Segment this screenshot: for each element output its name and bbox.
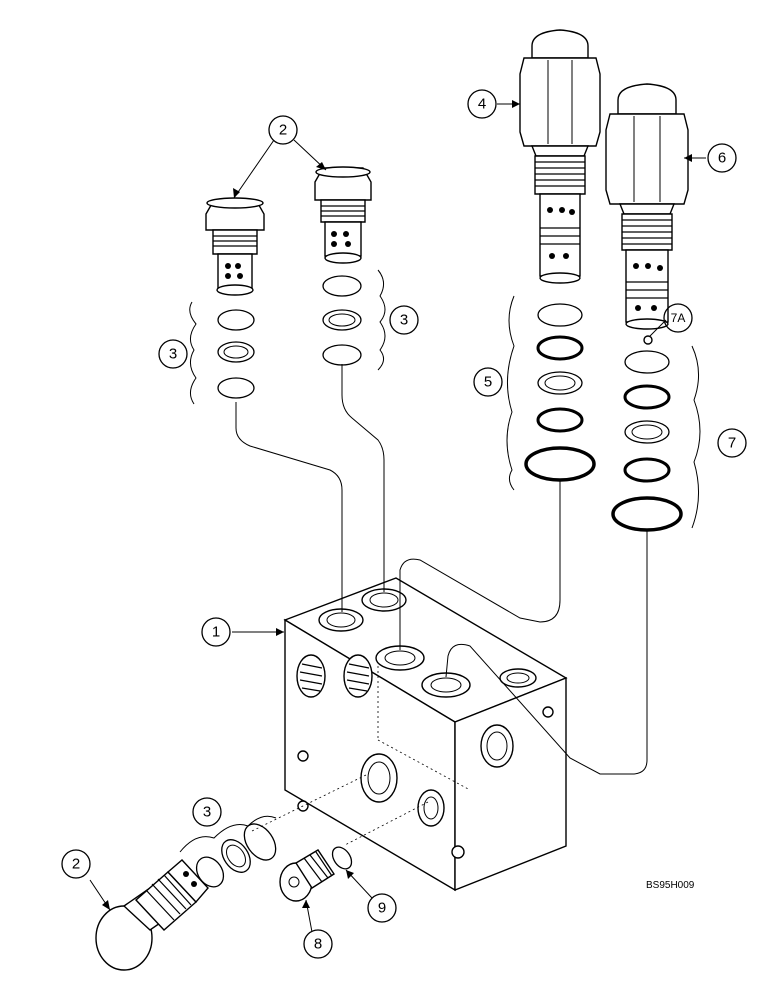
callout-4: 4 (467, 89, 497, 119)
cartridge-valve-6 (605, 83, 689, 330)
front-port (360, 753, 398, 803)
svg-text:4: 4 (478, 96, 486, 113)
callout-6: 6 (707, 143, 737, 173)
top-port (421, 672, 471, 698)
check-ball-7a (643, 335, 653, 345)
relief-cartridge-lower (95, 859, 209, 971)
side-port-threaded (296, 654, 326, 698)
assembly-guide-lines (235, 364, 648, 846)
svg-text:6: 6 (718, 150, 726, 167)
valve-block-body (283, 577, 568, 892)
callout-9: 9 (367, 893, 397, 923)
mounting-hole (451, 845, 465, 859)
relief-cartridge-middle (314, 166, 372, 264)
top-port (318, 608, 364, 632)
svg-text:5: 5 (484, 374, 492, 391)
svg-text:2: 2 (72, 856, 80, 873)
svg-text:3: 3 (169, 346, 177, 363)
callout-3-left: 3 (158, 339, 188, 369)
callout-5: 5 (473, 367, 503, 397)
callout-8: 8 (303, 929, 333, 959)
callout-7: 7 (717, 428, 747, 458)
o-ring-set-5 (506, 295, 596, 491)
svg-text:2: 2 (279, 122, 287, 139)
top-port (361, 588, 407, 612)
svg-text:7A: 7A (671, 311, 686, 325)
o-ring-set-lower (179, 815, 277, 888)
callout-3-middle: 3 (389, 305, 419, 335)
svg-text:7: 7 (728, 435, 736, 452)
callout-1: 1 (201, 617, 231, 647)
top-port (499, 668, 537, 688)
o-ring-9 (331, 846, 353, 870)
o-ring-set-7 (611, 345, 701, 532)
mounting-hole (542, 706, 554, 718)
front-port (417, 789, 445, 827)
svg-text:1: 1 (212, 624, 220, 641)
cartridge-valve-4 (519, 29, 601, 284)
end-port (480, 724, 514, 768)
reference-code: BS95H009 (646, 880, 695, 891)
side-port-threaded (343, 654, 373, 698)
svg-text:3: 3 (400, 312, 408, 329)
callout-arrowheads (102, 100, 692, 910)
callout-2-upper: 2 (268, 115, 298, 145)
callout-7a: 7A (663, 303, 693, 333)
callout-2-lower: 2 (61, 849, 91, 879)
svg-text:3: 3 (203, 804, 211, 821)
relief-cartridge-left (205, 197, 265, 296)
mounting-hole (297, 750, 309, 762)
o-ring-set-middle (322, 269, 386, 371)
svg-text:8: 8 (314, 936, 322, 953)
svg-text:9: 9 (378, 900, 386, 917)
callout-3-lower: 3 (192, 797, 222, 827)
plug-8 (279, 849, 335, 902)
o-ring-set-left (189, 301, 255, 405)
